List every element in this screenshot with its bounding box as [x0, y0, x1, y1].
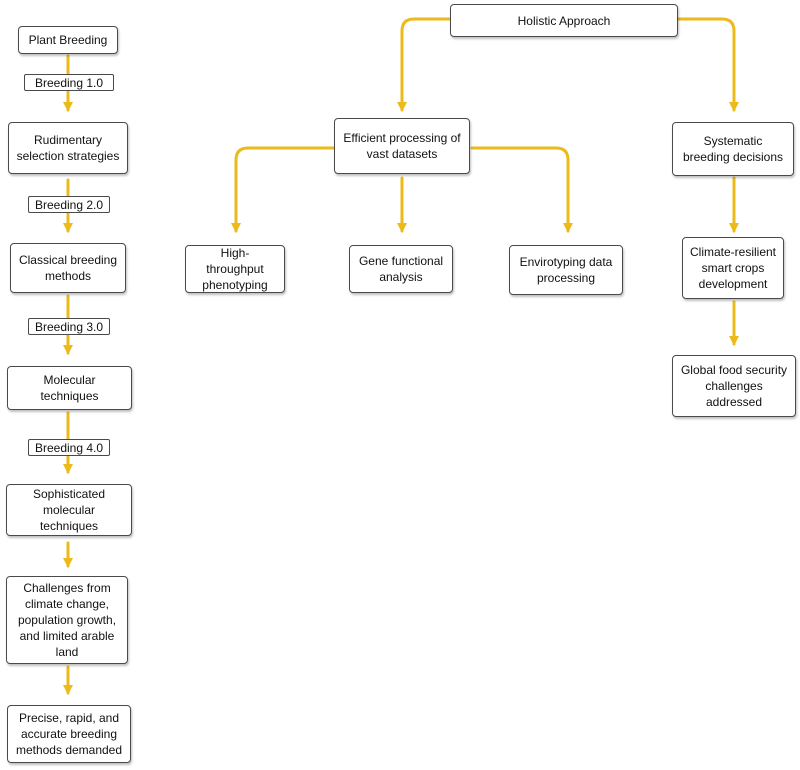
- efficient-processing-box: Efficient processing of vast datasets: [334, 118, 470, 174]
- breeding-4-label: Breeding 4.0: [34, 440, 104, 455]
- sophisticated-label: Sophisticated molecular techniques: [32, 487, 106, 533]
- plant-breeding-box: Plant Breeding: [18, 26, 118, 54]
- arrow-holistic-to-efficient: [397, 17, 452, 112]
- breeding-3-label: Breeding 3.0: [34, 319, 104, 334]
- high-throughput-box: High-throughput phenotyping: [185, 245, 285, 293]
- efficient-processing-label: Efficient processing of vast datasets: [343, 131, 461, 161]
- arrow-efficient-to-high-throughput: [231, 146, 336, 233]
- molecular-label: Molecular techniques: [40, 373, 99, 403]
- envirotyping-box: Envirotyping data processing: [509, 245, 623, 295]
- rudimentary-box: Rudimentary selection strategies: [8, 122, 128, 174]
- gene-functional-box: Gene functional analysis: [349, 245, 453, 293]
- breeding-1-label-box: Breeding 1.0: [24, 74, 114, 91]
- precise-box: Precise, rapid, and accurate breeding me…: [7, 705, 131, 763]
- systematic-label: Systematic breeding decisions: [682, 134, 784, 164]
- classical-label: Classical breeding methods: [18, 253, 118, 283]
- challenges-box: Challenges from climate change, populati…: [6, 576, 128, 664]
- classical-box: Classical breeding methods: [10, 243, 126, 293]
- rudimentary-label: Rudimentary selection strategies: [16, 133, 120, 163]
- climate-resilient-box: Climate-resilient smart crops developmen…: [682, 237, 784, 299]
- challenges-label: Challenges from climate change, populati…: [17, 581, 117, 659]
- gene-functional-label: Gene functional analysis: [358, 254, 444, 284]
- breeding-3-label-box: Breeding 3.0: [28, 318, 110, 335]
- climate-resilient-label: Climate-resilient smart crops developmen…: [689, 245, 777, 291]
- systematic-box: Systematic breeding decisions: [672, 122, 794, 176]
- high-throughput-label: High-throughput phenotyping: [202, 246, 268, 292]
- plant-breeding-label: Plant Breeding: [28, 33, 108, 47]
- arrow-efficient-to-envirotyping: [470, 146, 573, 233]
- molecular-box: Molecular techniques: [7, 366, 132, 410]
- holistic-approach-box: Holistic Approach: [450, 4, 678, 37]
- breeding-2-label: Breeding 2.0: [34, 197, 104, 212]
- sophisticated-box: Sophisticated molecular techniques: [6, 484, 132, 536]
- breeding-1-label: Breeding 1.0: [34, 75, 104, 90]
- arrow-holistic-to-systematic: [676, 17, 739, 112]
- breeding-2-label-box: Breeding 2.0: [28, 196, 110, 213]
- envirotyping-label: Envirotyping data processing: [519, 255, 613, 285]
- breeding-4-label-box: Breeding 4.0: [28, 439, 110, 456]
- holistic-approach-label: Holistic Approach: [517, 13, 611, 28]
- precise-label: Precise, rapid, and accurate breeding me…: [15, 711, 123, 757]
- global-food-security-label: Global food security challenges addresse…: [680, 363, 788, 409]
- global-food-security-box: Global food security challenges addresse…: [672, 355, 796, 417]
